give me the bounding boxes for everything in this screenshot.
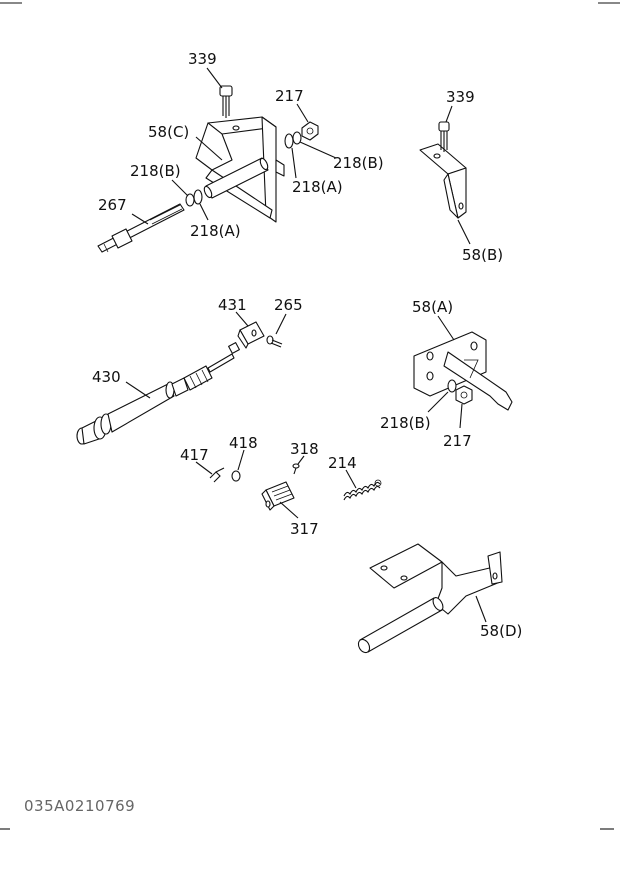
nut-217-58a bbox=[455, 385, 473, 405]
callout-217-top: 217 bbox=[275, 87, 304, 105]
leaders-group1 bbox=[131, 67, 337, 225]
crop-marks bbox=[0, 2, 620, 830]
callout-431: 431 bbox=[218, 296, 247, 314]
callout-339-top: 339 bbox=[188, 50, 217, 68]
callout-58b: 58(B) bbox=[462, 246, 503, 264]
bracket-58b bbox=[419, 143, 467, 219]
bracket-58d bbox=[357, 543, 503, 654]
pin-417 bbox=[209, 467, 225, 483]
bolt-339-right bbox=[438, 121, 450, 152]
callout-58c: 58(C) bbox=[148, 123, 189, 141]
nut-217-top bbox=[301, 121, 319, 141]
clevis-431 bbox=[237, 321, 265, 349]
pin-265 bbox=[266, 335, 283, 348]
callout-418: 418 bbox=[229, 434, 258, 452]
block-317 bbox=[261, 481, 295, 511]
leader-339-right bbox=[445, 105, 453, 123]
callout-218b-left: 218(B) bbox=[130, 162, 181, 180]
leader-58b bbox=[457, 219, 471, 245]
cable-430 bbox=[76, 342, 240, 445]
callout-214: 214 bbox=[328, 454, 357, 472]
washer-218a-left bbox=[193, 189, 203, 205]
leader-58a bbox=[437, 315, 455, 341]
leader-430 bbox=[125, 381, 151, 399]
washer-218b-58a bbox=[447, 379, 457, 393]
washer-218b-top-right bbox=[292, 131, 302, 145]
callout-58a: 58(A) bbox=[412, 298, 453, 316]
callout-317: 317 bbox=[290, 520, 319, 538]
leaders-small-parts bbox=[195, 449, 357, 519]
callout-339-right: 339 bbox=[446, 88, 475, 106]
leader-218b-58a bbox=[427, 391, 449, 413]
callout-218a-left: 218(A) bbox=[190, 222, 241, 240]
callout-417: 417 bbox=[180, 446, 209, 464]
bolt-339-top bbox=[219, 85, 233, 118]
callout-217-58a: 217 bbox=[443, 432, 472, 450]
callout-218b-58a: 218(B) bbox=[380, 414, 431, 432]
bracket-58a bbox=[413, 331, 513, 411]
callout-218a-right: 218(A) bbox=[292, 178, 343, 196]
rod-267 bbox=[97, 203, 185, 253]
washer-418 bbox=[231, 470, 241, 482]
washer-218a-top-right bbox=[284, 133, 294, 149]
callout-218b-right: 218(B) bbox=[333, 154, 384, 172]
leader-265 bbox=[275, 313, 287, 335]
callout-430: 430 bbox=[92, 368, 121, 386]
callout-267: 267 bbox=[98, 196, 127, 214]
leader-217-58a bbox=[459, 403, 463, 429]
callout-58d: 58(D) bbox=[480, 622, 522, 640]
callout-318: 318 bbox=[290, 440, 319, 458]
spring-214 bbox=[343, 479, 382, 501]
callout-265: 265 bbox=[274, 296, 303, 314]
screw-318 bbox=[292, 463, 300, 475]
leader-58d bbox=[475, 595, 487, 623]
bracket-58c-assembly bbox=[195, 116, 285, 223]
drawing-code: 035A0210769 bbox=[24, 797, 135, 815]
leader-431 bbox=[235, 311, 249, 327]
